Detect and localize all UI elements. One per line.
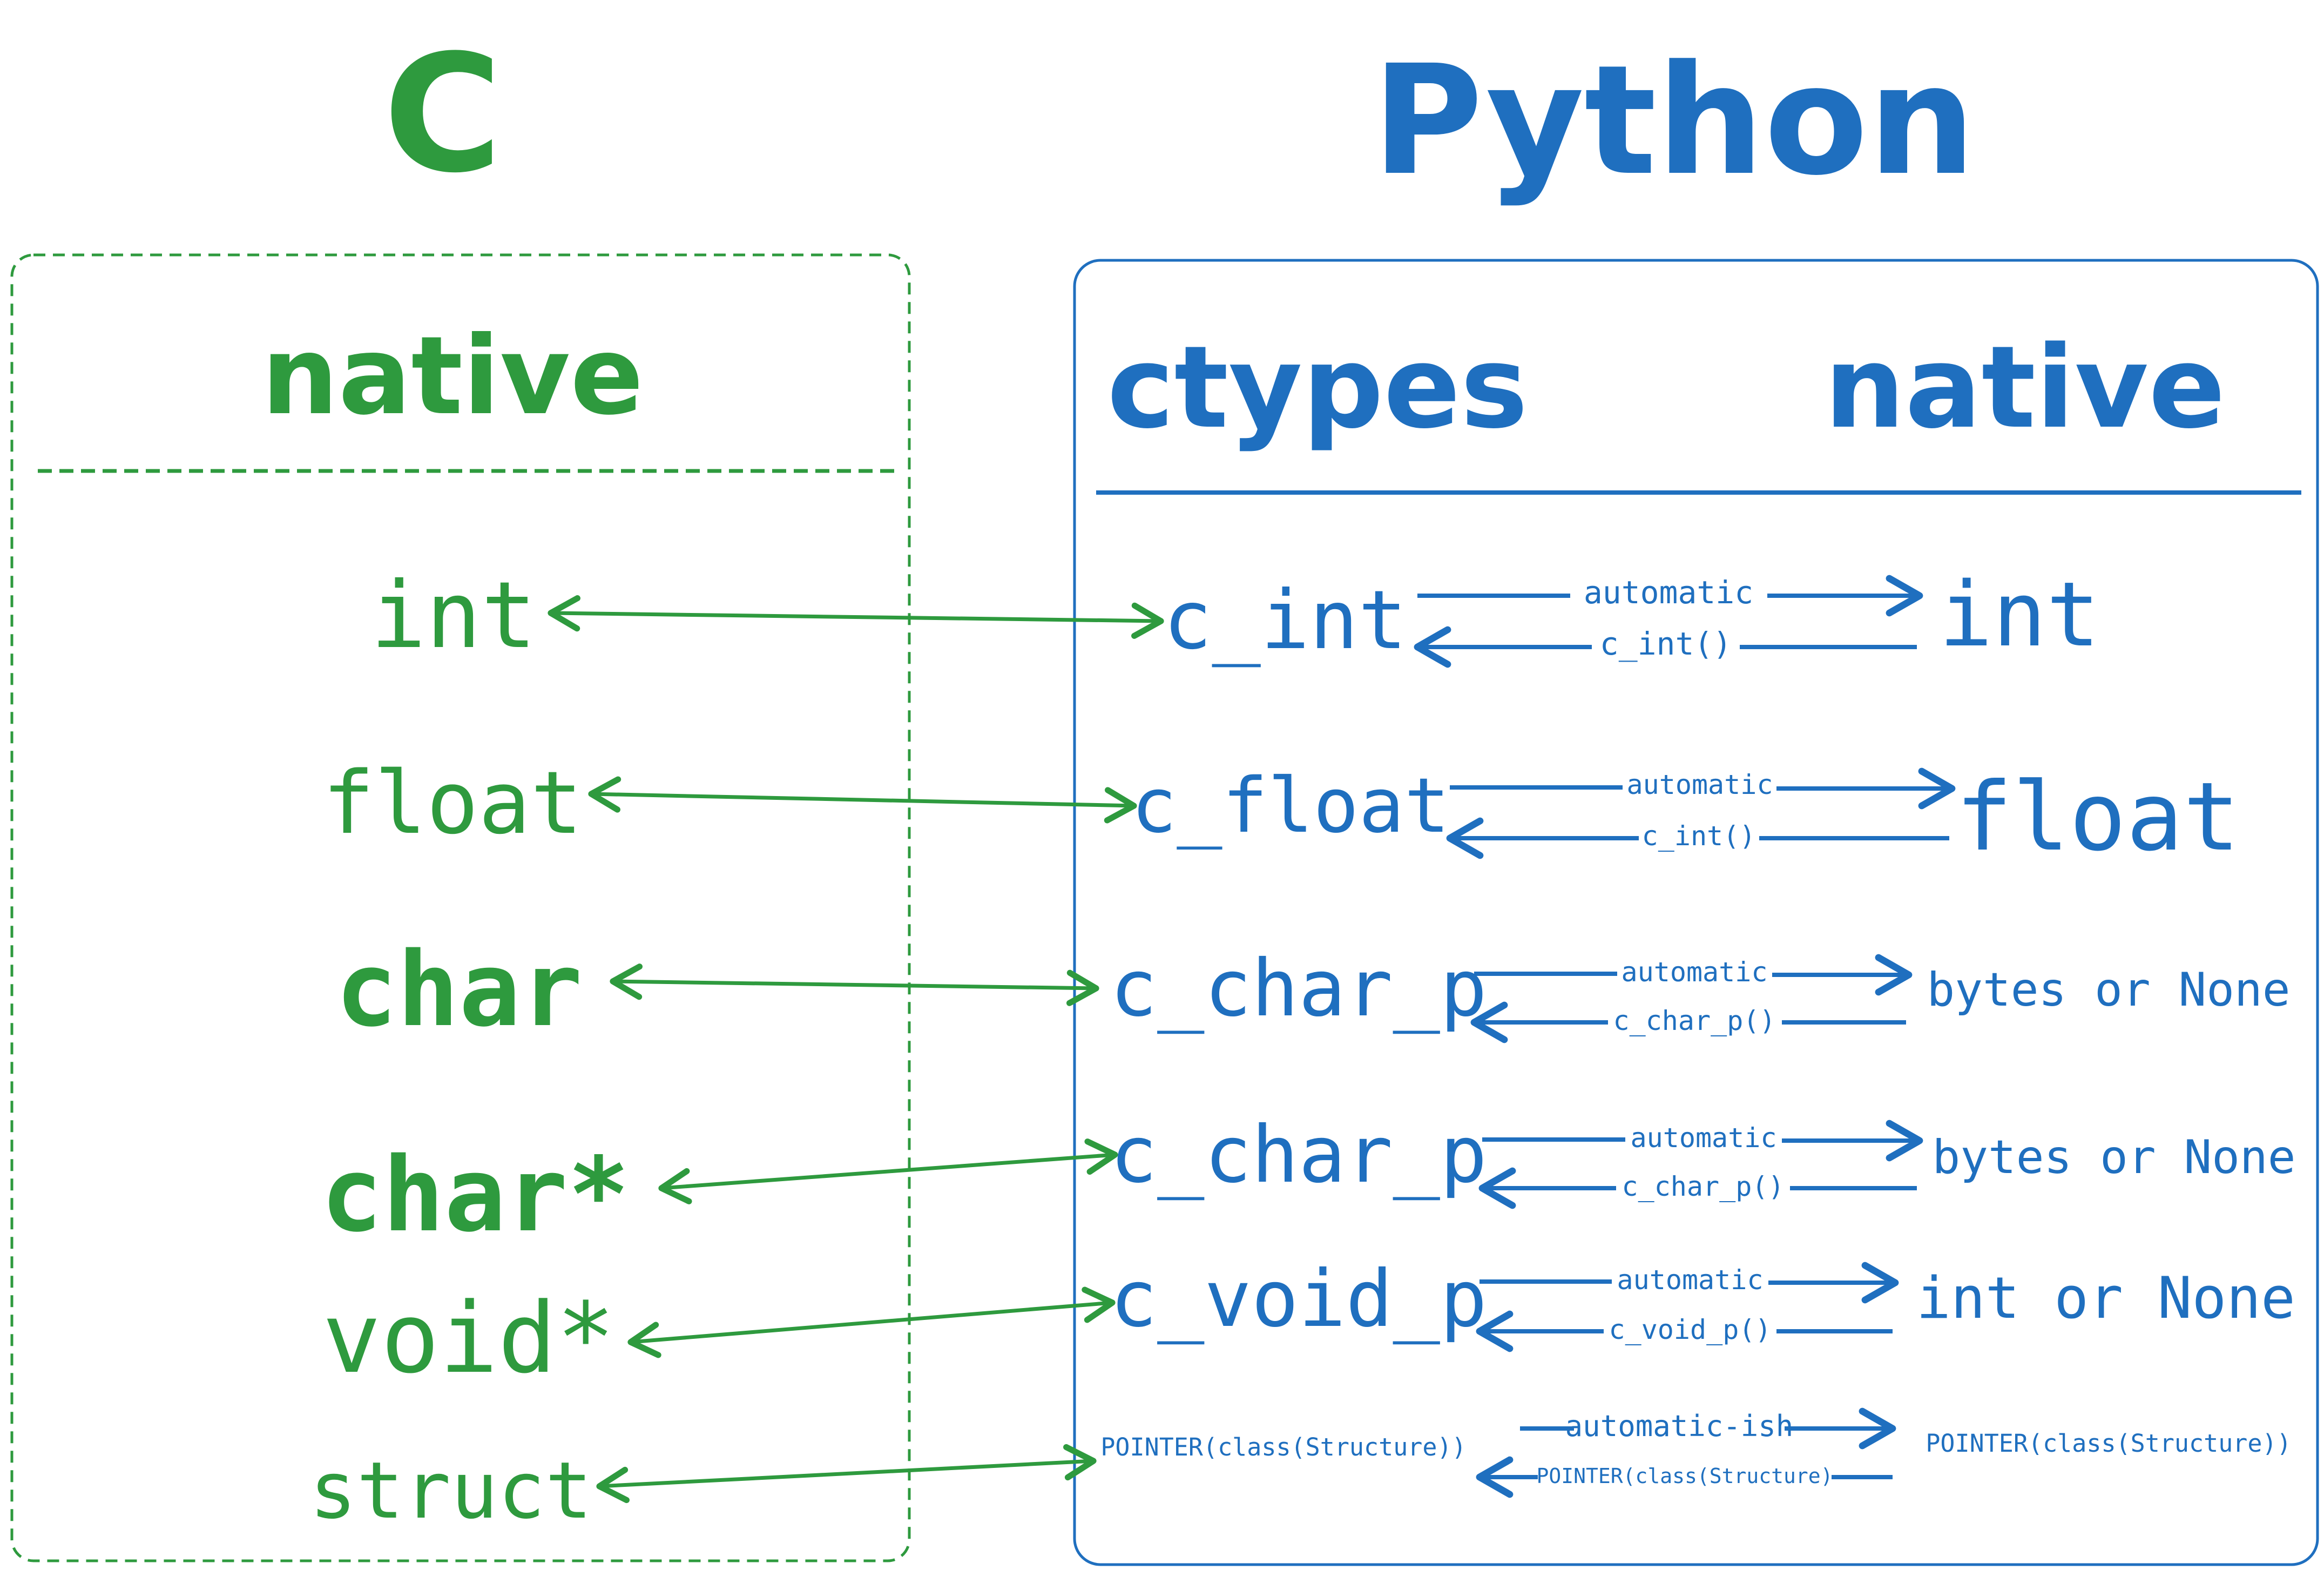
forward-label-2: automatic (1622, 956, 1768, 988)
ctypes-header: ctypes (1107, 321, 1528, 454)
arrow-char-c_char_p (610, 963, 1099, 1006)
py-native-bytes-2: bytes or None (1932, 1130, 2295, 1184)
c-type-float: float (322, 752, 583, 853)
c-type-char: char (335, 930, 583, 1049)
ctype-c_int: c_int (1163, 574, 1407, 668)
c-type-char-pointer: char* (321, 1135, 630, 1255)
arrow-struct-pointer (596, 1444, 1097, 1504)
arrow-charptr-c_char_p (658, 1138, 1118, 1204)
c-type-void-pointer: void* (322, 1282, 615, 1395)
forward-label-4: automatic (1617, 1264, 1764, 1296)
py-native-int-or-none: int or None (1916, 1265, 2295, 1331)
forward-label-1: automatic (1627, 769, 1773, 800)
arrow-int-c_int (548, 595, 1164, 639)
backward-label-1: c_int() (1642, 820, 1756, 852)
python-title: Python (1372, 33, 1976, 209)
python-native-header: native (1825, 321, 2226, 454)
ctype-c_char_p-2: c_char_p (1110, 1109, 1487, 1201)
c-type-struct: struct (309, 1445, 592, 1537)
c-type-int: int (370, 562, 536, 669)
forward-label-0: automatic (1584, 574, 1753, 611)
python-box (1073, 259, 2319, 1566)
forward-label-5: automatic-ish (1565, 1409, 1794, 1443)
arrow-voidptr-c_void_p (627, 1286, 1116, 1358)
py-native-float: float (1956, 763, 2240, 872)
ctype-c_char_p-1: c_char_p (1110, 943, 1487, 1034)
backward-label-0: c_int() (1600, 625, 1732, 662)
c-native-box (10, 253, 911, 1562)
ctype-pointer-structure: POINTER(class(Structure)) (1100, 1433, 1466, 1461)
forward-label-3: automatic (1631, 1122, 1777, 1154)
c-to-ctypes-arrows (548, 595, 1164, 1504)
c-native-header: native (261, 313, 644, 439)
ctype-c_float: c_float (1131, 762, 1450, 850)
arrow-float-c_float (588, 776, 1137, 824)
conversion-arrows (1414, 575, 1956, 1498)
py-native-bytes-1: bytes or None (1927, 963, 2290, 1017)
backward-label-5: POINTER(class(Structure) (1536, 1464, 1833, 1488)
backward-label-4: c_void_p() (1609, 1314, 1771, 1345)
py-native-pointer-structure: POINTER(class(Structure)) (1926, 1429, 2291, 1458)
backward-label-2: c_char_p() (1613, 1005, 1775, 1036)
conversion-labels: automatic c_int() automatic c_int() auto… (1536, 574, 1833, 1488)
ctype-c_void_p: c_void_p (1110, 1254, 1487, 1345)
py-native-int: int (1939, 563, 2100, 666)
c-title: C (383, 20, 502, 208)
backward-label-3: c_char_p() (1622, 1171, 1784, 1202)
